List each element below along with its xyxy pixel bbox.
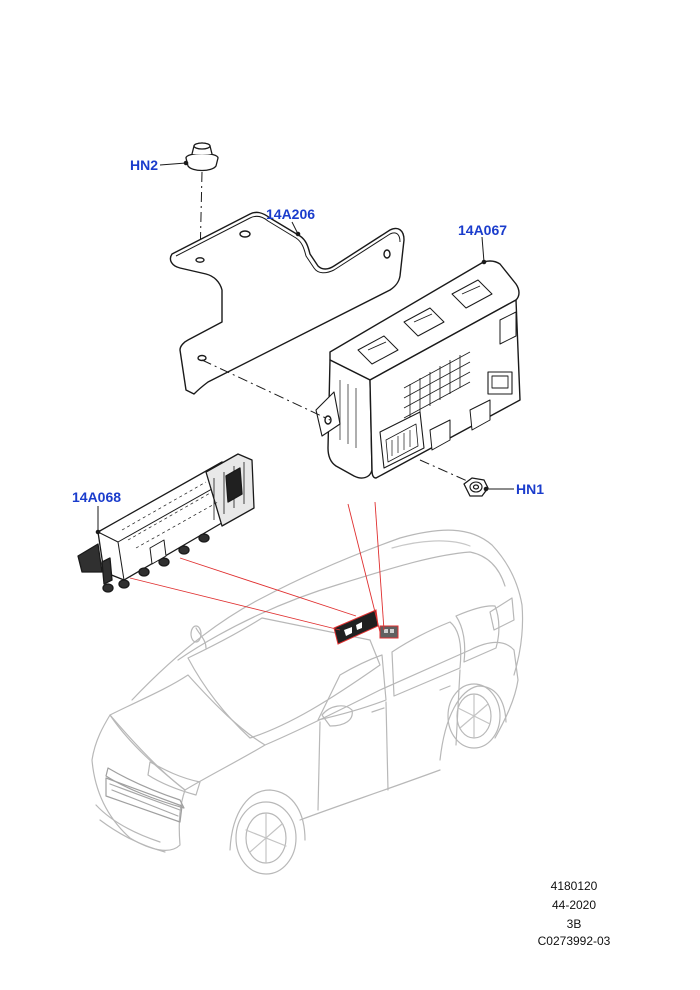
assembly-center-lines	[201, 359, 475, 485]
callout-fuse-box: 14A067	[458, 222, 507, 238]
fusebox-drawing	[315, 260, 521, 479]
module-location-marker	[333, 609, 379, 645]
callout-hn2: HN2	[130, 157, 158, 173]
fusebox-location-marker	[379, 625, 399, 639]
hn2-axis-line	[199, 171, 203, 261]
location-leader-lines	[129, 501, 385, 633]
callout-leaders	[95, 160, 514, 535]
reference-date-code: 44-2020	[551, 898, 597, 912]
callout-bracket: 14A206	[266, 206, 315, 222]
control-module-drawing	[77, 453, 255, 593]
callout-hn1: HN1	[516, 481, 544, 497]
nut-hn1-drawing	[463, 477, 489, 497]
callout-module: 14A068	[72, 489, 121, 505]
bracket-drawing	[169, 211, 405, 395]
reference-number: 4180120	[550, 879, 598, 893]
reference-illustration-code: C0273992-03	[537, 934, 611, 948]
nut-hn2-drawing	[185, 142, 219, 172]
vehicle-illustration	[91, 529, 524, 875]
reference-revision: 3B	[566, 917, 582, 931]
